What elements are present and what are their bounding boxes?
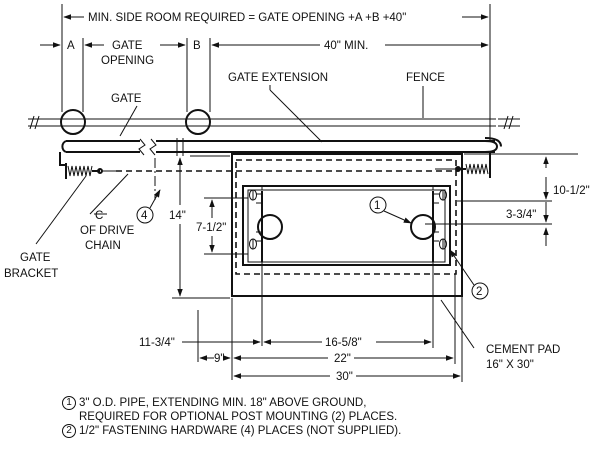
fastening-hardware: [249, 189, 447, 250]
seven-half-dimension: 7-1/2": [196, 197, 248, 255]
drive-chain: [116, 158, 458, 200]
seven-half-label: 7-1/2": [196, 222, 226, 234]
fourteen-dimension: 14": [169, 157, 230, 299]
twenty-two-label: 22": [334, 353, 351, 365]
pipe-right: [410, 214, 436, 240]
note-1-line1: 3" O.D. PIPE, EXTENDING MIN. 18" ABOVE G…: [79, 397, 367, 409]
centerline-symbol: C: [95, 210, 103, 222]
note-2-line1: 1/2" FASTENING HARDWARE (4) PLACES (NOT …: [79, 425, 402, 437]
mounting-pipes: [257, 214, 436, 240]
side-room-dimension: MIN. SIDE ROOM REQUIRED = GATE OPENING +…: [61, 4, 491, 140]
eleven-three-quarter-dimension: 11-3/4": [139, 337, 261, 349]
cement-pad-label-line2: 16" X 30": [486, 359, 534, 371]
operator-base-plate: [242, 185, 451, 266]
gate-label-group: GATE: [111, 93, 142, 137]
eleven-three-quarter-label: 11-3/4": [139, 337, 175, 349]
thirty-dimension: 30": [233, 371, 461, 383]
dimension-a: A: [67, 40, 75, 52]
gate-rails: [61, 137, 502, 156]
fence: [28, 109, 520, 135]
gate-opening-label-line2: OPENING: [101, 55, 154, 67]
three-three-quarter-dimension: 3-3/4": [457, 177, 552, 246]
gate-opening-label-line1: GATE: [112, 40, 143, 52]
sixteen-five-eighth-label: 16-5/8": [325, 337, 362, 349]
fence-post-left: [60, 109, 86, 135]
sixteen-five-eighth-dimension: 16-5/8": [263, 337, 432, 349]
notes-list: 1 3" O.D. PIPE, EXTENDING MIN. 18" ABOVE…: [62, 396, 582, 438]
fence-label-group: FENCE: [406, 72, 445, 118]
note-2: 2 1/2" FASTENING HARDWARE (4) PLACES (NO…: [62, 424, 582, 438]
note-2-number: 2: [62, 424, 76, 438]
drive-chain-label-line1: OF DRIVE: [80, 225, 135, 237]
callout-4-number: 4: [141, 210, 148, 222]
dimension-b: B: [193, 40, 201, 52]
gate-bracket-label-line2: BRACKET: [4, 268, 58, 280]
left-gate-bracket: [59, 152, 116, 179]
drive-chain-annotation: C OF DRIVE CHAIN: [80, 173, 135, 252]
a-b-gate-opening-dimensions: A GATE OPENING B 40" MIN.: [40, 38, 489, 112]
callout-1-number: 1: [374, 200, 380, 212]
note-1: 1 3" O.D. PIPE, EXTENDING MIN. 18" ABOVE…: [62, 396, 582, 424]
fourteen-label: 14": [169, 210, 186, 222]
note-1-number: 1: [62, 396, 76, 410]
fence-label: FENCE: [406, 72, 445, 84]
pipe-left: [257, 214, 283, 240]
thirty-label: 30": [336, 371, 353, 383]
callout-2: 2: [449, 249, 489, 300]
gate-extension-label: GATE EXTENSION: [228, 72, 328, 84]
callout-2-number: 2: [476, 286, 482, 298]
side-room-label: MIN. SIDE ROOM REQUIRED = GATE OPENING +…: [88, 12, 406, 24]
gate-bracket-label-line1: GATE: [20, 252, 51, 264]
ten-half-label: 10-1/2": [553, 185, 590, 197]
twenty-two-dimension: 22": [233, 353, 454, 365]
three-three-quarter-label: 3-3/4": [506, 209, 536, 221]
gate-bracket-annotation: GATE BRACKET: [4, 175, 87, 280]
bottom-extension-lines: [197, 262, 463, 382]
cement-pad-label-line1: CEMENT PAD: [486, 344, 560, 356]
nine-label: 9": [214, 353, 224, 365]
note-1-line2: REQUIRED FOR OPTIONAL POST MOUNTING (2) …: [79, 411, 398, 423]
drive-chain-label-line2: CHAIN: [85, 240, 121, 252]
gate-extension-label-group: GATE EXTENSION: [228, 72, 328, 143]
callout-4: 4: [136, 189, 161, 224]
cement-pad-annotation: CEMENT PAD 16" X 30": [440, 299, 560, 371]
ten-half-dimension: 10-1/2": [425, 156, 590, 225]
forty-min-label: 40" MIN.: [324, 40, 368, 52]
gate-label: GATE: [111, 93, 142, 105]
fence-post-right: [185, 109, 211, 135]
cement-pad: [190, 153, 578, 297]
callout-1: 1: [369, 196, 412, 224]
nine-dimension: 9": [199, 353, 231, 365]
